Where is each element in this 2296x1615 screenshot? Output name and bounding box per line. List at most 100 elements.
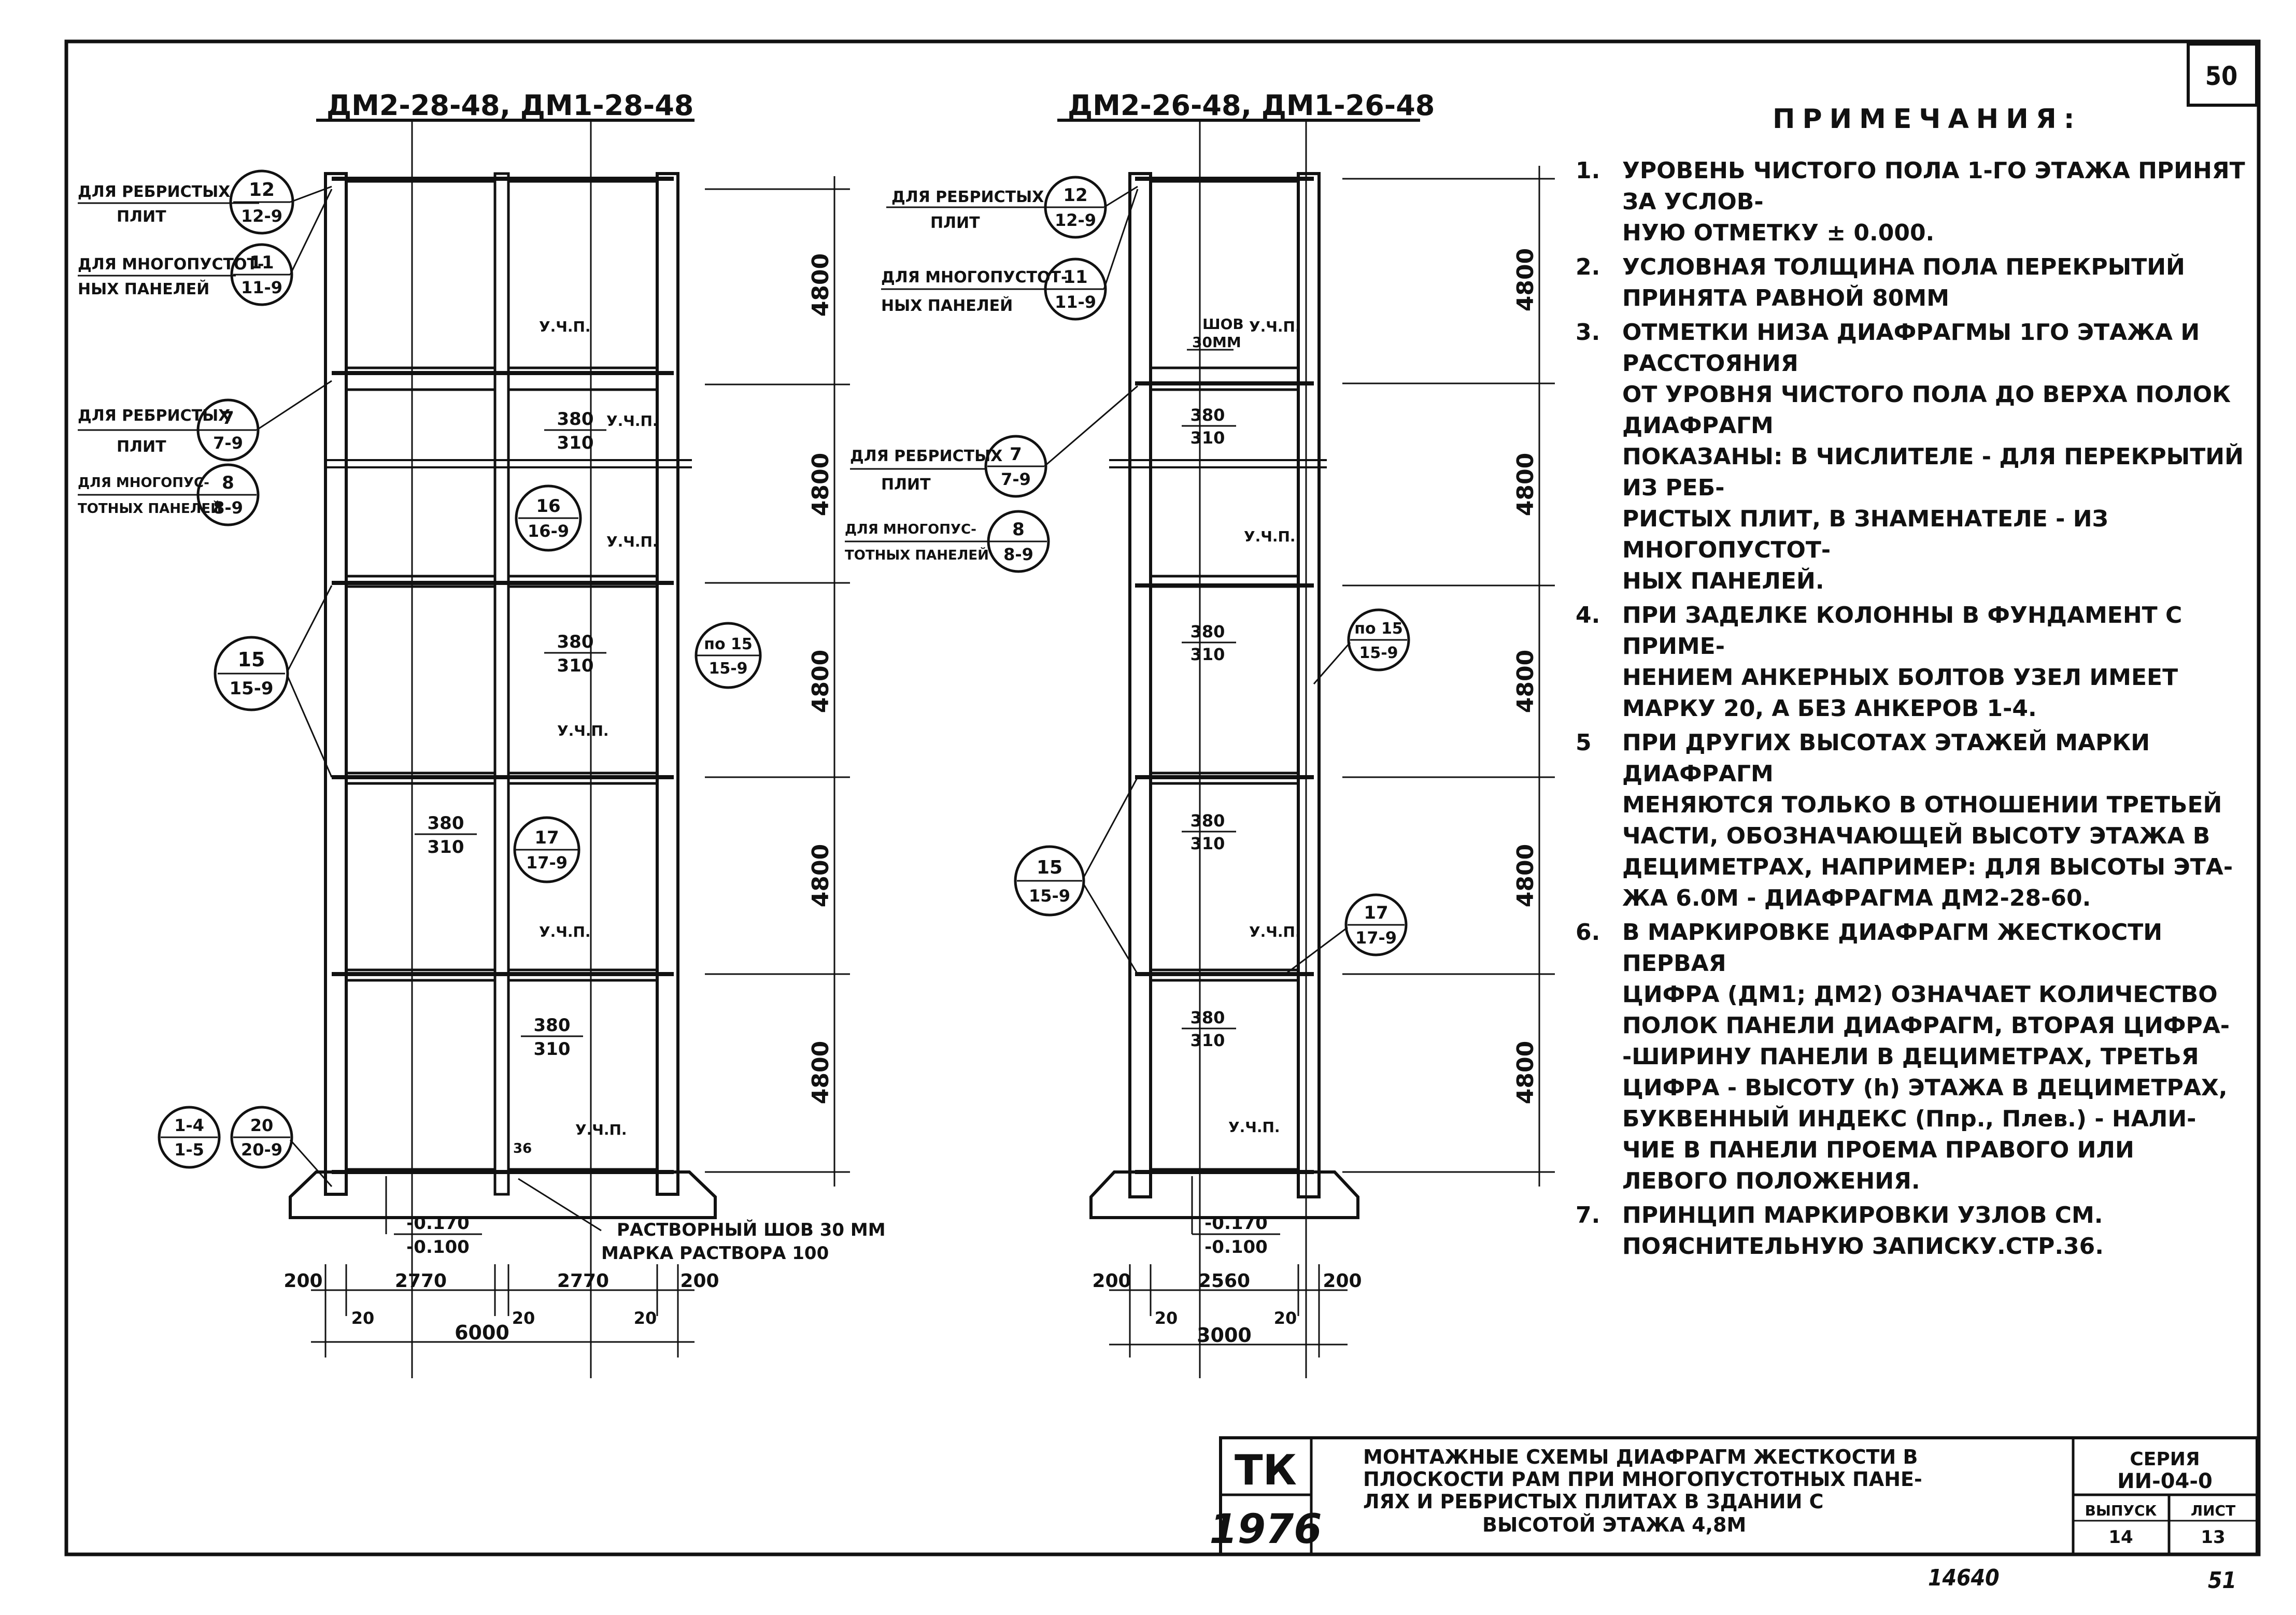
- svg-text:17: 17: [1364, 903, 1388, 923]
- svg-text:МАРКА РАСТВОРА 100: МАРКА РАСТВОРА 100: [601, 1243, 829, 1264]
- svg-text:12: 12: [1063, 185, 1087, 206]
- note-text: УРОВЕНЬ ЧИСТОГО ПОЛА 1-ГО ЭТАЖА ПРИНЯТ З…: [1622, 158, 2245, 246]
- svg-text:380: 380: [428, 813, 464, 834]
- note-item: 1. УРОВЕНЬ ЧИСТОГО ПОЛА 1-ГО ЭТАЖА ПРИНЯТ…: [1576, 155, 2265, 249]
- svg-text:4800: 4800: [807, 253, 834, 317]
- svg-text:СЕРИЯ: СЕРИЯ: [2130, 1449, 2200, 1470]
- svg-text:20: 20: [250, 1116, 274, 1135]
- svg-text:У.Ч.П.: У.Ч.П.: [1228, 1119, 1280, 1136]
- notes-section: ПРИМЕЧАНИЯ: 1. УРОВЕНЬ ЧИСТОГО ПОЛА 1-ГО …: [1576, 104, 2265, 1265]
- note-item: 7.ПРИНЦИП МАРКИРОВКИ УЗЛОВ СМ. ПОЯСНИТЕЛ…: [1576, 1200, 2265, 1262]
- svg-text:15-9: 15-9: [708, 660, 747, 678]
- svg-text:20: 20: [512, 1308, 535, 1328]
- svg-text:ЛИСТ: ЛИСТ: [2191, 1502, 2235, 1519]
- svg-text:4800: 4800: [807, 844, 834, 907]
- footer-left-note: 14640: [1928, 1565, 2000, 1591]
- svg-text:1976: 1976: [1209, 1506, 1322, 1553]
- svg-text:2560: 2560: [1198, 1270, 1250, 1292]
- svg-text:380: 380: [1190, 405, 1225, 425]
- svg-text:ПЛИТ: ПЛИТ: [117, 438, 166, 456]
- svg-text:ВЫПУСК: ВЫПУСК: [2085, 1502, 2157, 1519]
- footer-right-note: 51: [2208, 1567, 2237, 1594]
- svg-text:310: 310: [1190, 834, 1225, 853]
- svg-text:4800: 4800: [807, 453, 834, 516]
- note-number: 2.: [1576, 254, 1600, 280]
- svg-text:У.Ч.П.: У.Ч.П.: [539, 318, 591, 335]
- svg-text:8-9: 8-9: [213, 498, 243, 518]
- note-number: 3.: [1576, 319, 1600, 346]
- svg-text:ДЛЯ РЕБРИСТЫХ: ДЛЯ РЕБРИСТЫХ: [850, 447, 1002, 465]
- svg-text:У.Ч.П.: У.Ч.П.: [575, 1121, 627, 1138]
- svg-text:ДЛЯ МНОГОПУСТОТ-: ДЛЯ МНОГОПУСТОТ-: [881, 268, 1067, 287]
- svg-text:380: 380: [1190, 622, 1225, 641]
- svg-text:ДЛЯ РЕБРИСТЫХ: ДЛЯ РЕБРИСТЫХ: [891, 188, 1044, 206]
- svg-text:17-9: 17-9: [1355, 928, 1397, 948]
- svg-text:15-9: 15-9: [1029, 886, 1070, 906]
- svg-text:2770: 2770: [557, 1270, 609, 1292]
- svg-text:200: 200: [1323, 1270, 1362, 1292]
- svg-text:17: 17: [534, 827, 559, 848]
- svg-text:ВЫСОТОЙ ЭТАЖА 4,8М: ВЫСОТОЙ ЭТАЖА 4,8М: [1482, 1513, 1746, 1536]
- svg-text:У.Ч.П.: У.Ч.П.: [1249, 923, 1301, 940]
- svg-text:310: 310: [428, 837, 464, 857]
- note-number: 5: [1576, 730, 1592, 756]
- svg-text:4800: 4800: [807, 650, 834, 713]
- svg-text:20: 20: [634, 1308, 657, 1328]
- svg-text:380: 380: [1190, 811, 1225, 831]
- svg-text:-0.100: -0.100: [1204, 1237, 1268, 1257]
- svg-text:ТК: ТК: [1235, 1446, 1297, 1494]
- svg-text:6000: 6000: [455, 1321, 509, 1344]
- note-text: УСЛОВНАЯ ТОЛЩИНА ПОЛА ПЕРЕКРЫТИЙ ПРИНЯТА…: [1622, 254, 2185, 311]
- svg-text:8: 8: [222, 473, 234, 493]
- notes-list: 1. УРОВЕНЬ ЧИСТОГО ПОЛА 1-ГО ЭТАЖА ПРИНЯТ…: [1576, 155, 2265, 1262]
- note-text: ПРИ ДРУГИХ ВЫСОТАХ ЭТАЖЕЙ МАРКИ ДИАФРАГМ…: [1622, 730, 2233, 911]
- notes-title: ПРИМЕЧАНИЯ:: [1773, 104, 2082, 135]
- svg-text:по 15: по 15: [704, 635, 753, 653]
- svg-text:13: 13: [2201, 1527, 2225, 1548]
- svg-text:20: 20: [1274, 1308, 1297, 1328]
- page-number-box: [2187, 42, 2258, 107]
- svg-text:12: 12: [249, 179, 275, 201]
- svg-text:11-9: 11-9: [1055, 292, 1096, 312]
- right-frame-title: ДМ2-26-48, ДМ1-26-48: [1068, 89, 1435, 122]
- svg-text:РАСТВОРНЫЙ ШОВ 30 ММ: РАСТВОРНЫЙ ШОВ 30 ММ: [617, 1219, 886, 1240]
- svg-text:2770: 2770: [395, 1270, 447, 1292]
- note-number: 1.: [1576, 158, 1600, 184]
- svg-text:30ММ: 30ММ: [1192, 334, 1241, 351]
- svg-text:ДЛЯ МНОГОПУС-: ДЛЯ МНОГОПУС-: [845, 522, 976, 537]
- svg-text:ШОВ: ШОВ: [1202, 316, 1244, 333]
- svg-text:У.Ч.П.: У.Ч.П.: [606, 533, 658, 550]
- svg-text:380: 380: [1190, 1008, 1225, 1027]
- svg-text:ПЛОСКОСТИ РАМ ПРИ МНОГОПУСТОТН: ПЛОСКОСТИ РАМ ПРИ МНОГОПУСТОТНЫХ ПАНЕ-: [1363, 1468, 1922, 1491]
- svg-text:ТОТНЫХ ПАНЕЛЕЙ: ТОТНЫХ ПАНЕЛЕЙ: [845, 547, 989, 563]
- svg-text:36: 36: [513, 1141, 532, 1156]
- svg-text:7-9: 7-9: [213, 433, 243, 453]
- svg-text:20: 20: [1155, 1308, 1178, 1328]
- svg-text:4800: 4800: [807, 1041, 834, 1104]
- svg-text:4800: 4800: [1512, 650, 1539, 713]
- svg-text:310: 310: [1190, 428, 1225, 448]
- label-ribbed: ДЛЯ РЕБРИСТЫХ: [78, 183, 230, 201]
- svg-text:7-9: 7-9: [1001, 469, 1031, 489]
- svg-text:380: 380: [534, 1015, 571, 1036]
- page-number: 50: [2205, 61, 2238, 91]
- note-text: ОТМЕТКИ НИЗА ДИАФРАГМЫ 1ГО ЭТАЖА И РАССТ…: [1622, 319, 2244, 594]
- svg-text:ЛЯХ И РЕБРИСТЫХ ПЛИТАХ В ЗДАНИ: ЛЯХ И РЕБРИСТЫХ ПЛИТАХ В ЗДАНИИ С: [1363, 1490, 1824, 1513]
- svg-text:ИИ-04-0: ИИ-04-0: [2117, 1469, 2213, 1493]
- svg-text:20-9: 20-9: [241, 1140, 282, 1160]
- svg-text:НЫХ ПАНЕЛЕЙ: НЫХ ПАНЕЛЕЙ: [78, 280, 209, 298]
- svg-text:200: 200: [680, 1270, 719, 1292]
- svg-text:1-5: 1-5: [174, 1140, 204, 1160]
- svg-text:11: 11: [1063, 267, 1087, 288]
- note-number: 6.: [1576, 919, 1600, 946]
- svg-text:У.Ч.П.: У.Ч.П.: [557, 722, 609, 739]
- title-block: ТК 1976 МОНТАЖНЫЕ СХЕМЫ ДИАФРАГМ ЖЕСТКОС…: [1209, 1436, 2259, 1556]
- sheet-frame: [64, 39, 2261, 1556]
- svg-text:-0.100: -0.100: [406, 1237, 470, 1257]
- svg-text:15-9: 15-9: [1359, 644, 1398, 662]
- svg-text:8-9: 8-9: [1003, 545, 1033, 564]
- svg-text:4800: 4800: [1512, 1041, 1539, 1104]
- svg-text:200: 200: [1092, 1270, 1131, 1292]
- note-item: 4.ПРИ ЗАДЕЛКЕ КОЛОННЫ В ФУНДАМЕНТ С ПРИМ…: [1576, 600, 2265, 724]
- svg-text:380: 380: [557, 409, 594, 430]
